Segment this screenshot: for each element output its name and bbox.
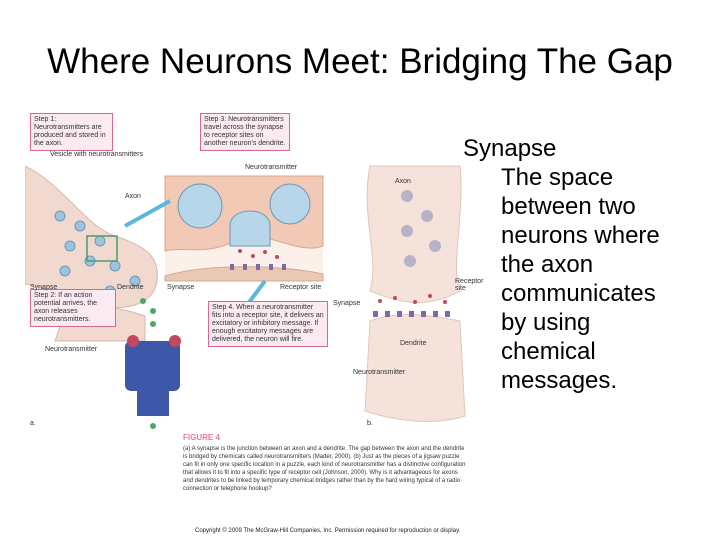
receptor-cap-left [127,335,139,347]
receptor-cap-right [169,335,181,347]
dendrite-zoomed [164,266,324,282]
vesicle-group [54,210,141,297]
vesicle-fusing [229,210,271,247]
definition-block: Synapse The space between two neurons wh… [463,135,713,395]
term-heading: Synapse [463,135,557,162]
label-receptor-site-a: Receptor site [280,284,322,291]
axon-panel-b [366,165,462,304]
step-3-box: Step 3: Neurotransmitters travel across … [200,113,290,151]
label-neurotransmitter-c: Neurotransmitter [353,369,406,376]
dendrite-panel-b [364,314,466,422]
label-synapse-a2: Synapse [167,284,195,291]
label-receptor-site-b: Receptor site [455,278,484,292]
label-panel-b: b. [367,420,373,427]
step-1-box: Step 1: Neurotransmitters are produced a… [30,113,113,151]
neurotransmitter-dots-b [140,298,156,429]
zoom-box [86,235,118,262]
definition-line: chemical [501,338,596,365]
caption-text: (a) A synapse is the junction between an… [183,446,466,492]
definition-text: The space between two neurons where the … [501,163,713,395]
vesicle-large [177,183,223,229]
receptor-row-b [373,311,450,317]
label-synapse-b: Synapse [333,300,361,307]
label-neurotransmitter-a: Neurotransmitter [245,164,298,171]
vesicle-group-b [401,190,441,267]
definition-line: The space [501,164,614,191]
label-axon-a: Axon [125,193,141,200]
zoom-arrow [124,199,171,228]
label-axon-b: Axon [395,178,411,185]
receptor-channel-lower [137,391,169,416]
definition-line: the axon [501,251,594,278]
slide-title: Where Neurons Meet: Bridging The Gap [47,42,673,81]
label-neurotransmitter-b: Neurotransmitter [45,346,98,353]
receptor-channel [125,341,180,391]
label-vesicle: Vesicle with neurotransmitters [50,151,143,158]
neurotransmitter-dots-c [378,294,447,304]
copyright-text: Copyright © 2009 The McGraw-Hill Compani… [195,528,461,534]
label-dendrite-b: Dendrite [400,340,427,347]
definition-line: communicates [501,280,656,307]
label-synapse-a: Synapse [30,284,58,291]
label-dendrite-a: Dendrite [117,284,144,291]
step-4-box: Step 4. When a neurotransmitter fits int… [208,301,328,347]
receptor-row-a [230,264,286,270]
definition-line: by using [501,309,591,336]
synapse-figure: Step 1: Neurotransmitters are produced a… [25,106,483,538]
vesicle-large [269,183,311,225]
label-panel-a: a. [30,420,36,427]
caption-title: FIGURE 4 [183,433,220,442]
definition-line: between two [501,193,636,220]
definition-line: messages. [501,367,618,394]
neurotransmitter-dots-a [238,249,279,259]
step-2-box: Step 2: If an action potential arrives, … [30,289,116,327]
definition-line: neurons where [501,222,660,249]
